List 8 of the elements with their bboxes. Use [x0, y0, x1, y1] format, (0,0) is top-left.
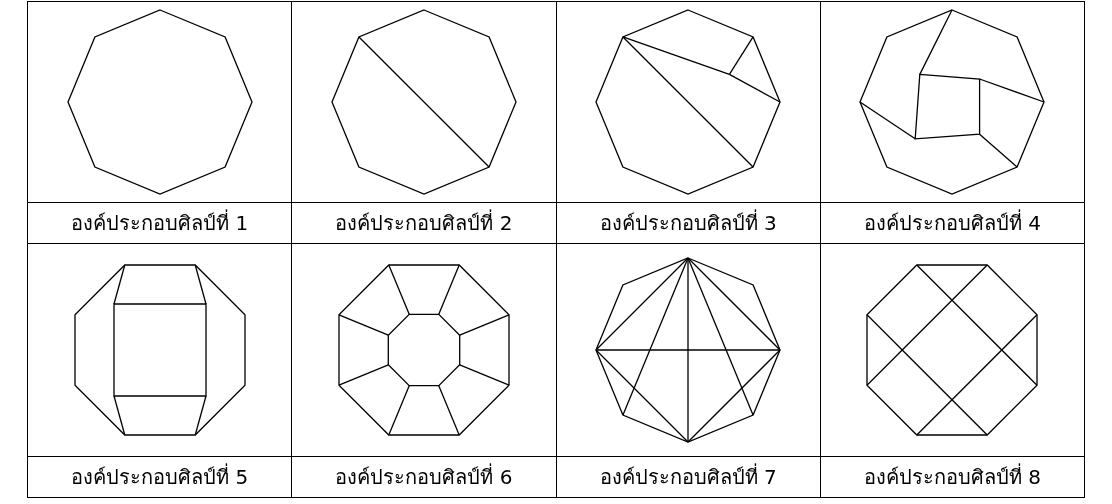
caption: องค์ประกอบศิลป์ที่ 4	[863, 211, 1041, 235]
caption: องค์ประกอบศิลป์ที่ 2	[335, 211, 513, 235]
caption: องค์ประกอบศิลป์ที่ 6	[335, 465, 513, 489]
caption: องค์ประกอบศิลป์ที่ 5	[71, 465, 249, 489]
caption: องค์ประกอบศิลป์ที่ 3	[599, 211, 777, 235]
caption: องค์ประกอบศิลป์ที่ 1	[71, 211, 249, 235]
caption: องค์ประกอบศิลป์ที่ 7	[599, 465, 777, 489]
caption: องค์ประกอบศิลป์ที่ 8	[863, 465, 1041, 489]
